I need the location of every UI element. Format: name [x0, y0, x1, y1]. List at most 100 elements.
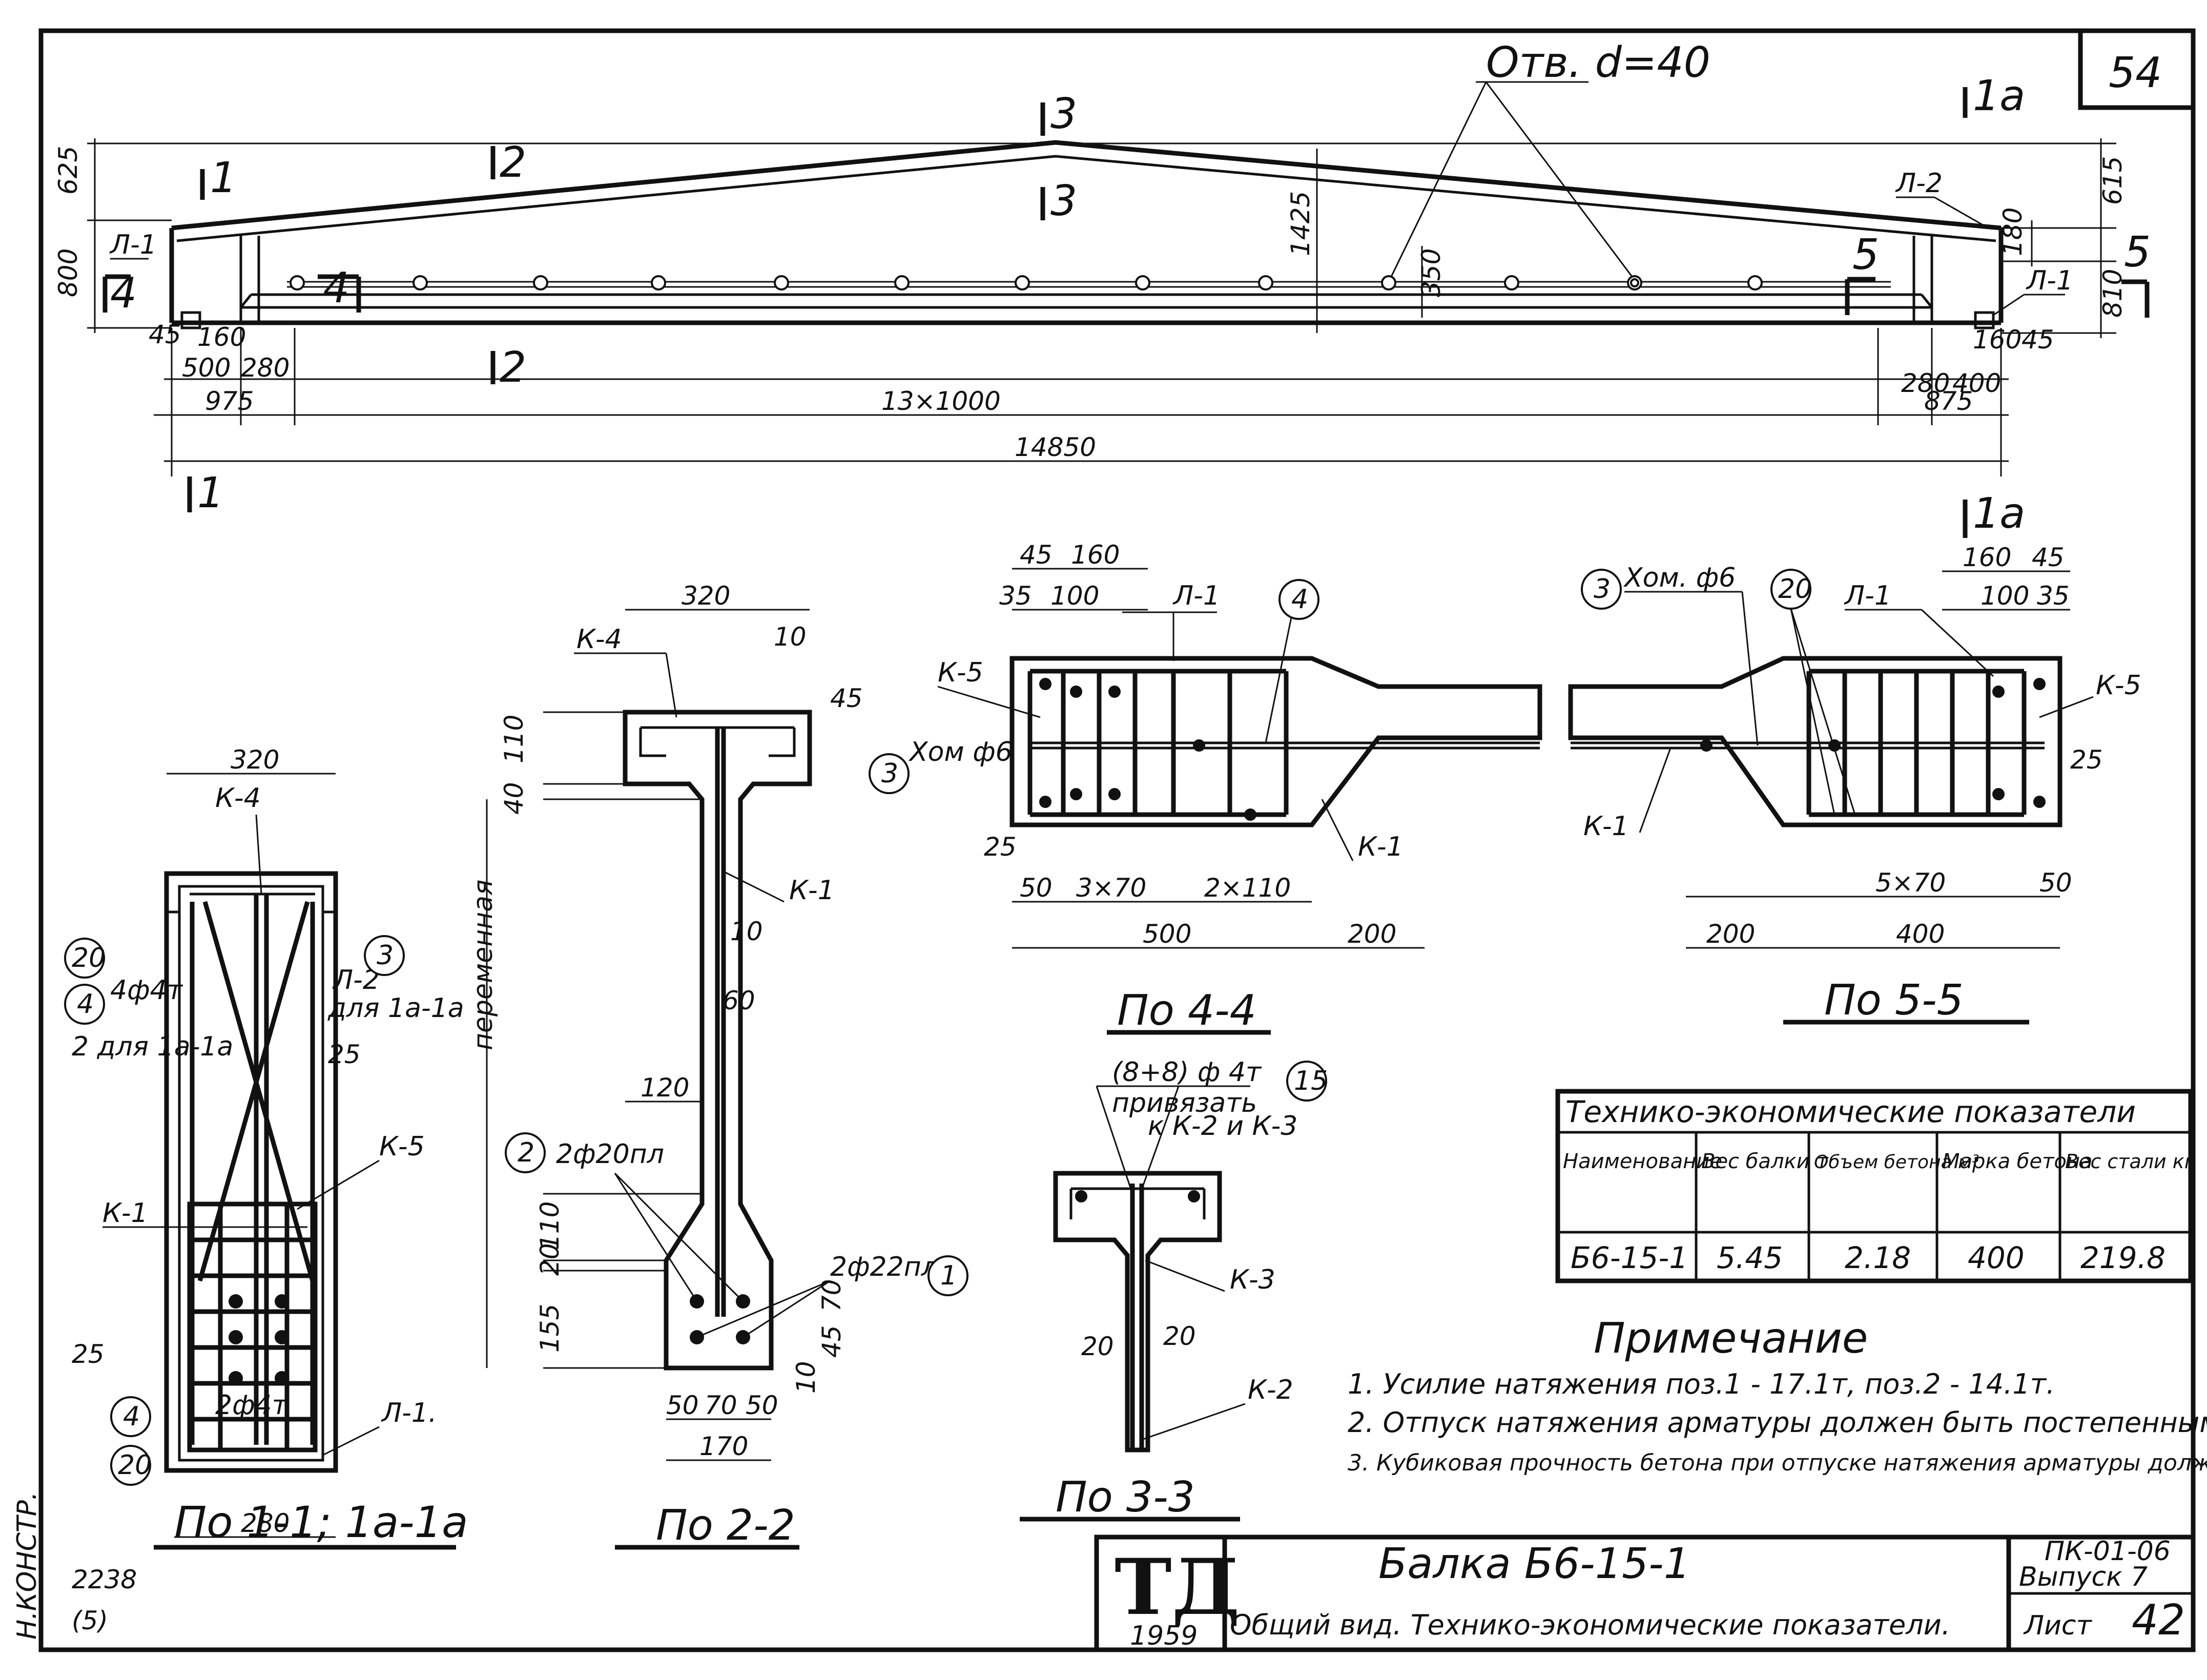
section-2-2: 320 110 40 переменная 10 45 К-4 К-1 10 6… [468, 581, 968, 1550]
s44-title: По 4-4 [1117, 986, 1256, 1035]
dim-right-875: 875 [1924, 386, 1973, 416]
logo: ТД [1115, 1542, 1240, 1632]
section-4-4: 45 160 35 100 Л-1 4 К-5 Хом ф6 3 К-1 25 … [869, 540, 1542, 1035]
view-mark-4-left: 4 [110, 269, 137, 318]
s33-tie-note-1: привязать [1112, 1088, 1257, 1118]
dim-hole-height: 350 [1416, 248, 1446, 297]
s55-loop: Л-1 [1844, 580, 1891, 611]
s22-title: По 2-2 [656, 1501, 795, 1550]
page-number: 54 [2109, 49, 2162, 97]
title-block: ТД 1959 Балка Б6-15-1 Общий вид. Технико… [1094, 1534, 2196, 1652]
cut-mark-3-top: 3 [1050, 90, 1077, 138]
s22-bottom-dim-20: 20 [535, 1243, 565, 1276]
cut-mark-1-bottom: 1 [197, 469, 224, 517]
s11-title: По 1-1; 1а-1а [174, 1497, 468, 1547]
title-subtitle: Общий вид. Технико-экономические показат… [1230, 1609, 1950, 1641]
s22-bottom-dim-155: 155 [535, 1304, 565, 1353]
dim-left-160: 160 [197, 322, 246, 352]
s33-web-dim-left: 20 [1081, 1332, 1114, 1361]
s22-top-right2: 45 [830, 683, 863, 713]
s55-pos-3: 3 [1594, 574, 1611, 605]
s11-bars-upper: 4ф4т [110, 975, 183, 1006]
s11-pos-20-top: 20 [72, 943, 106, 973]
s55-cage-1: К-1 [1583, 811, 1629, 842]
s11-cover: 25 [328, 1040, 361, 1069]
s44-pos-clamp: 3 [881, 758, 898, 789]
title-series: ПК-01-06 [2045, 1536, 2171, 1567]
indicators-header-volume: Объем бетона м³ [1814, 1152, 1979, 1173]
indicators-table: Технико-экономические показатели Наимено… [1555, 1089, 2195, 1283]
s22-bottom-total: 170 [699, 1432, 748, 1461]
indicators-header-name: Наименование [1563, 1150, 1722, 1173]
lifting-holes [290, 275, 1763, 291]
loop-label-right: Л-1 [2026, 265, 2073, 296]
section-1-1-bottom-bars [187, 1201, 318, 1453]
s22-flange-top: 110 [499, 715, 529, 763]
note-3: 3. Кубиковая прочность бетона при отпуск… [1348, 1450, 2207, 1476]
s55-clamp: Хом. ф6 [1623, 563, 1736, 593]
title-sheet-no: 42 [2132, 1596, 2185, 1645]
notes: Примечание 1. Усилие натяжения поз.1 - 1… [1348, 1314, 2207, 1476]
loop-label-left: Л-1 [109, 230, 157, 260]
s33-cage-3: К-3 [1230, 1264, 1275, 1295]
dim-right-160: 160 [1973, 325, 2022, 355]
s22-flange-slope: 40 [499, 782, 529, 815]
dim-total-length: 14850 [1015, 432, 1096, 462]
s22-pos-1: 1 [940, 1260, 957, 1291]
dim-right-45: 45 [2022, 325, 2054, 355]
s11-position-callouts: 20 4 3 4 20 [64, 935, 405, 1486]
s44-cage-1: К-1 [1358, 832, 1404, 862]
s55-total-200: 200 [1706, 919, 1755, 949]
s33-tie-note-2: к К-2 и К-3 [1148, 1111, 1297, 1142]
note-1: 1. Усилие натяжения поз.1 - 17.1т, поз.2… [1348, 1368, 2055, 1400]
loop-label-right-top: Л-2 [1895, 168, 1943, 199]
s44-top-45: 45 [1020, 540, 1053, 570]
s11-cage-mid: К-5 [379, 1131, 425, 1162]
indicators-row-volume: 2.18 [1845, 1240, 1911, 1275]
dim-left-975: 975 [205, 386, 254, 416]
s22-cage-web: К-1 [789, 875, 835, 906]
s44-loop: Л-1 [1172, 580, 1220, 611]
s44-top-100: 100 [1050, 581, 1099, 611]
s22-web-label: переменная [468, 880, 499, 1050]
s22-bottom-width-50-left: 50 [666, 1391, 699, 1420]
s33-pos: 15 [1294, 1066, 1328, 1096]
s22-width-top: 320 [682, 581, 730, 611]
s55-bottom-5x70: 5×70 [1875, 868, 1946, 898]
notes-heading: Примечание [1594, 1314, 1868, 1363]
stamp-sub: (5) [72, 1606, 108, 1635]
s22-bars-1: 2ф22пл [830, 1252, 938, 1282]
s11-pos-4-bottom: 4 [123, 1401, 140, 1432]
cut-mark-1a-top: 1а [1973, 72, 2025, 120]
s44-left-25: 25 [984, 832, 1017, 862]
s55-bottom-50: 50 [2039, 868, 2072, 898]
indicators-row-steel: 219.8 [2080, 1240, 2165, 1275]
dim-right-side: 810 [2098, 269, 2128, 318]
indicators-header-weight: Вес балки т [1701, 1150, 1829, 1173]
cut-mark-2-top: 2 [500, 138, 526, 187]
s11-width-top: 320 [231, 745, 279, 775]
s55-top-160: 160 [1963, 543, 2011, 572]
s11-loop-right-note: для 1а-1а [327, 993, 464, 1024]
s11-width-bottom: 280 [241, 1508, 290, 1538]
dim-right-mid: 180 [1998, 208, 2028, 256]
cut-mark-1a-bottom: 1а [1973, 489, 2025, 538]
s44-total-500: 500 [1143, 919, 1191, 949]
s22-web-dim-2: 60 [723, 986, 755, 1015]
s11-cage-top: К-4 [215, 783, 261, 814]
s55-top-35: 35 [2037, 581, 2070, 611]
indicators-header-grade: Марка бетона [1942, 1150, 2093, 1173]
title-year: 1959 [1130, 1621, 1198, 1651]
indicators-row-grade: 400 [1968, 1240, 2025, 1275]
indicators-header-steel: Вес стали кг [2065, 1150, 2195, 1173]
s22-bottom-right-70: 70 [817, 1279, 847, 1312]
section-1-1: 320 280 К-4 К-5 К-1 Л-2 для 1а-1а Л-1. 2… [64, 745, 468, 1550]
archive-mark: Н.КОНСТР. [12, 1491, 43, 1640]
section-5-5: 3 Хом. ф6 20 Л-1 160 45 100 35 К-5 25 К-… [1568, 543, 2141, 1025]
s55-top-100: 100 [1981, 581, 2029, 611]
dim-right-top: 615 [2098, 156, 2128, 205]
dim-left-45: 45 [149, 320, 181, 349]
s33-cage-2: К-2 [1248, 1375, 1293, 1405]
view-mark-5-right: 5 [2124, 228, 2151, 277]
